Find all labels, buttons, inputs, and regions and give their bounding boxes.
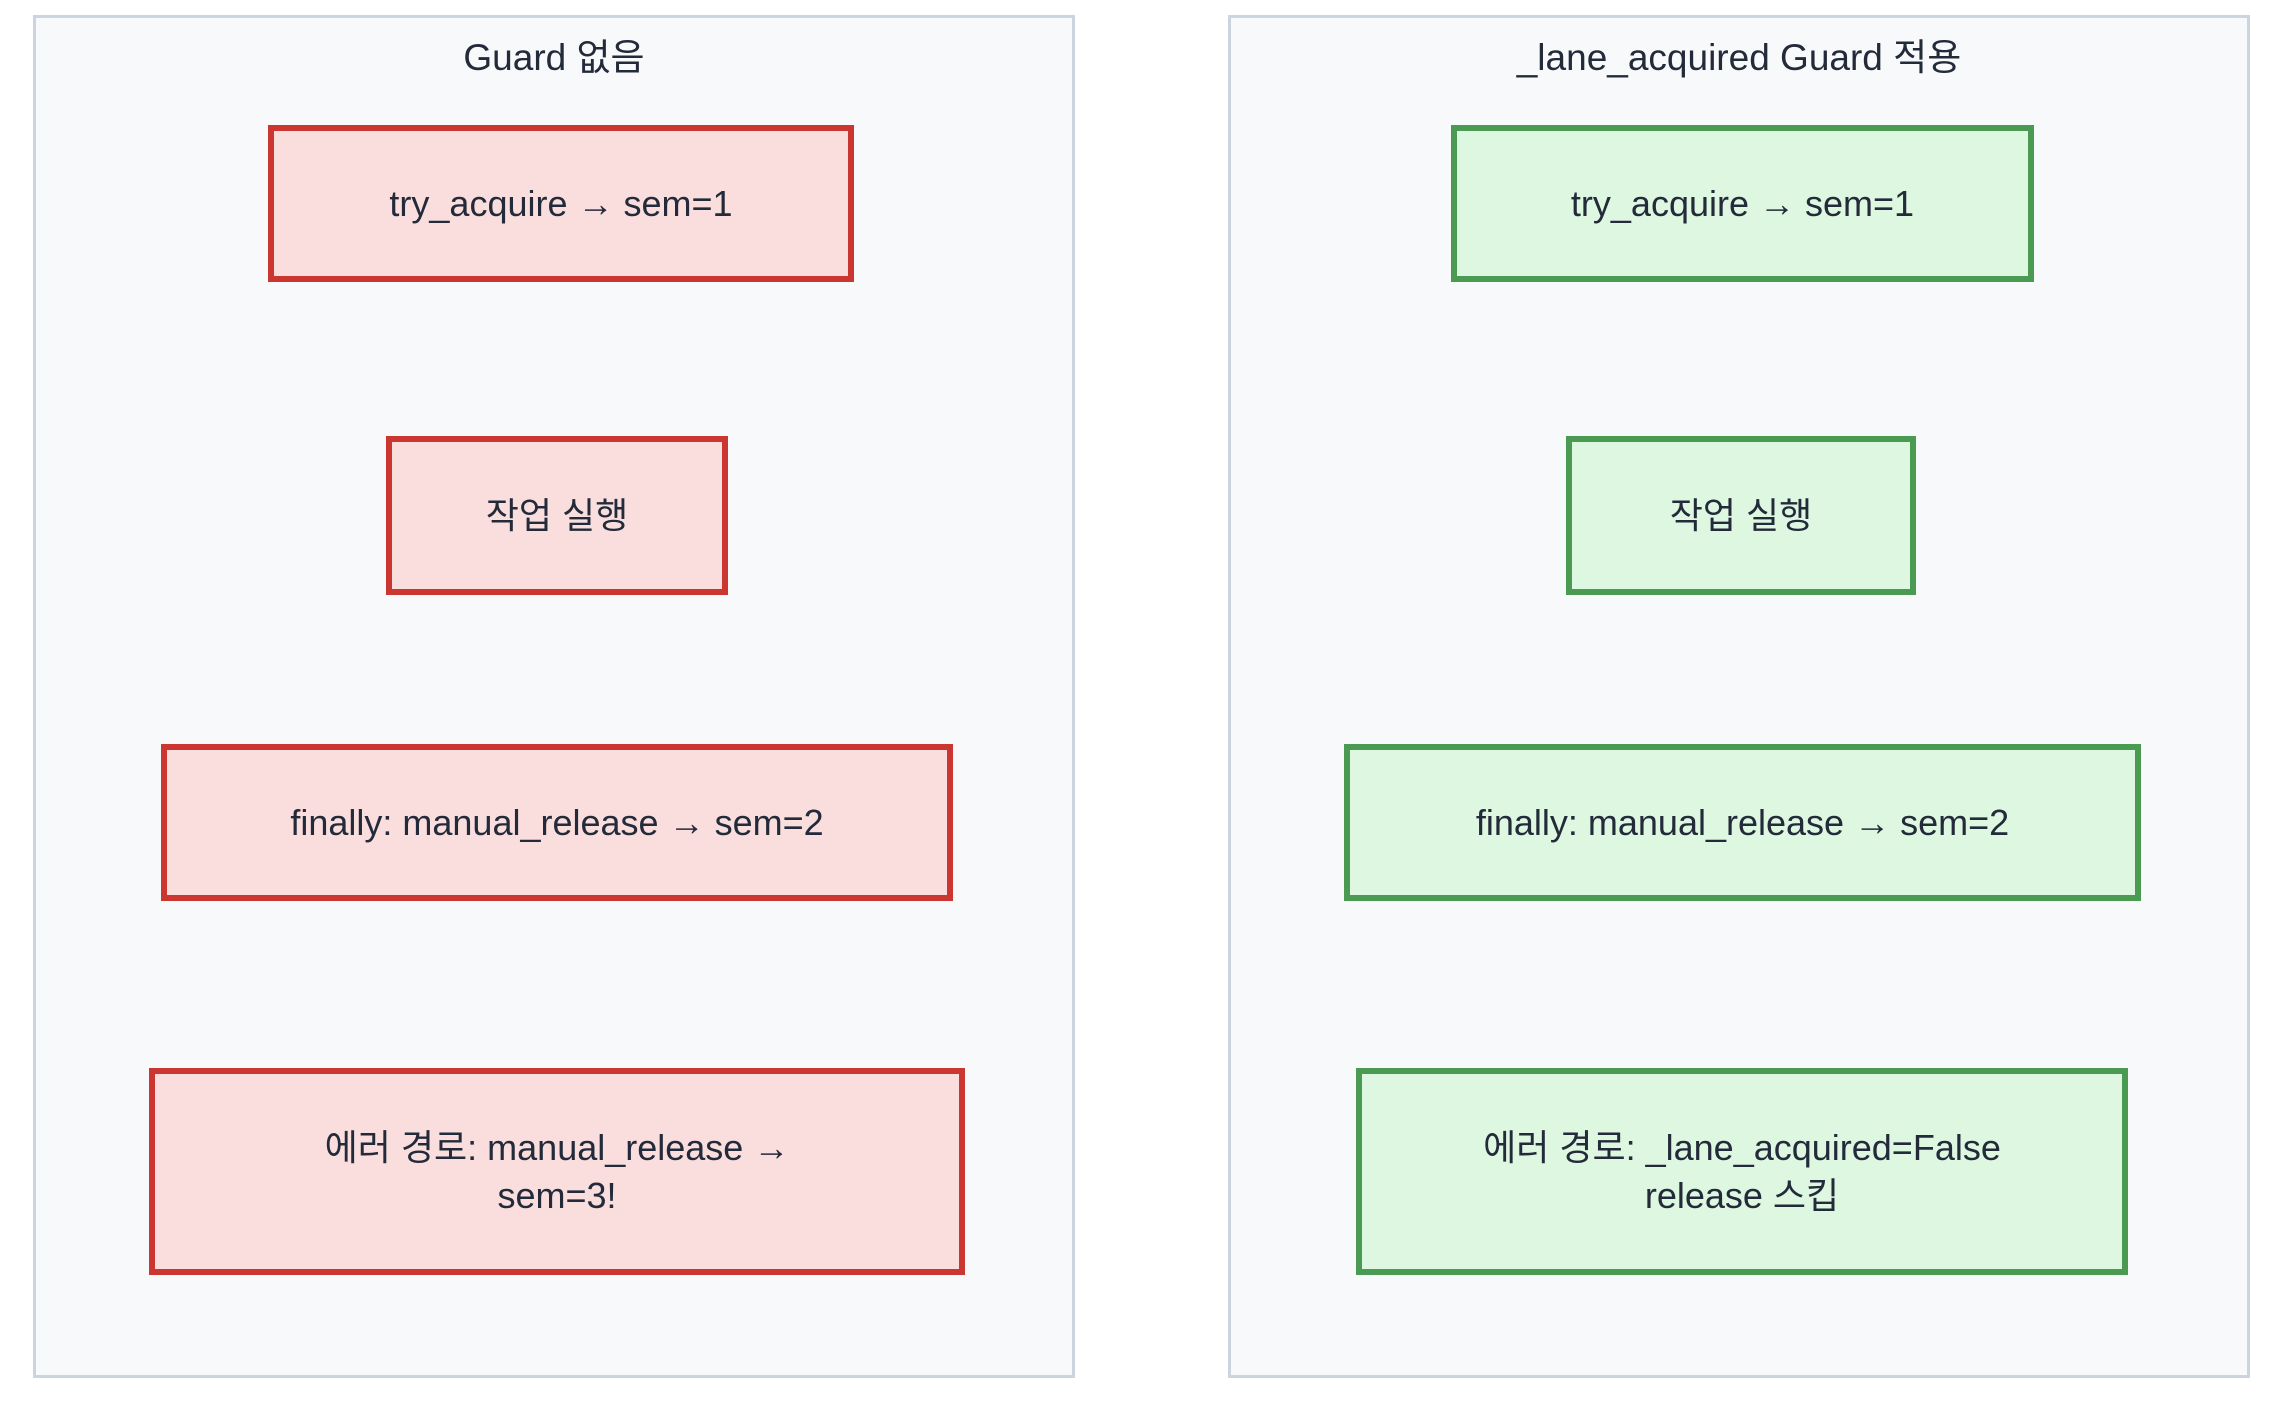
node-finally-manual-release-red-label: finally: manual_release → sem=2 (290, 801, 824, 843)
panel-guard-absent: Guard 없음 try_acquire → sem=1 작업 실행 final… (33, 15, 1075, 1378)
node-error-path-green-label: 에러 경로: _lane_acquired=False release 스킵 (1483, 1126, 2001, 1216)
panel-guard-applied: _lane_acquired Guard 적용 try_acquire → se… (1228, 15, 2250, 1378)
node-finally-manual-release-red: finally: manual_release → sem=2 (161, 744, 953, 901)
node-error-path-red: 에러 경로: manual_release → sem=3! (149, 1068, 965, 1275)
node-try-acquire-green: try_acquire → sem=1 (1451, 125, 2034, 282)
node-task-execute-green: 작업 실행 (1566, 436, 1916, 595)
panel-left-title: Guard 없음 (463, 37, 645, 78)
node-finally-manual-release-green: finally: manual_release → sem=2 (1344, 744, 2141, 901)
node-try-acquire-red: try_acquire → sem=1 (268, 125, 854, 282)
node-finally-manual-release-green-label: finally: manual_release → sem=2 (1475, 801, 2010, 843)
node-try-acquire-green-label: try_acquire → sem=1 (1570, 182, 1915, 224)
panel-right-title: _lane_acquired Guard 적용 (1516, 37, 1962, 78)
node-task-execute-red: 작업 실행 (386, 436, 728, 595)
node-task-execute-red-label: 작업 실행 (485, 494, 629, 536)
node-try-acquire-red-label: try_acquire → sem=1 (389, 182, 733, 224)
node-error-path-red-label: 에러 경로: manual_release → sem=3! (324, 1126, 790, 1216)
node-error-path-green: 에러 경로: _lane_acquired=False release 스킵 (1356, 1068, 2128, 1275)
node-task-execute-green-label: 작업 실행 (1669, 494, 1813, 536)
